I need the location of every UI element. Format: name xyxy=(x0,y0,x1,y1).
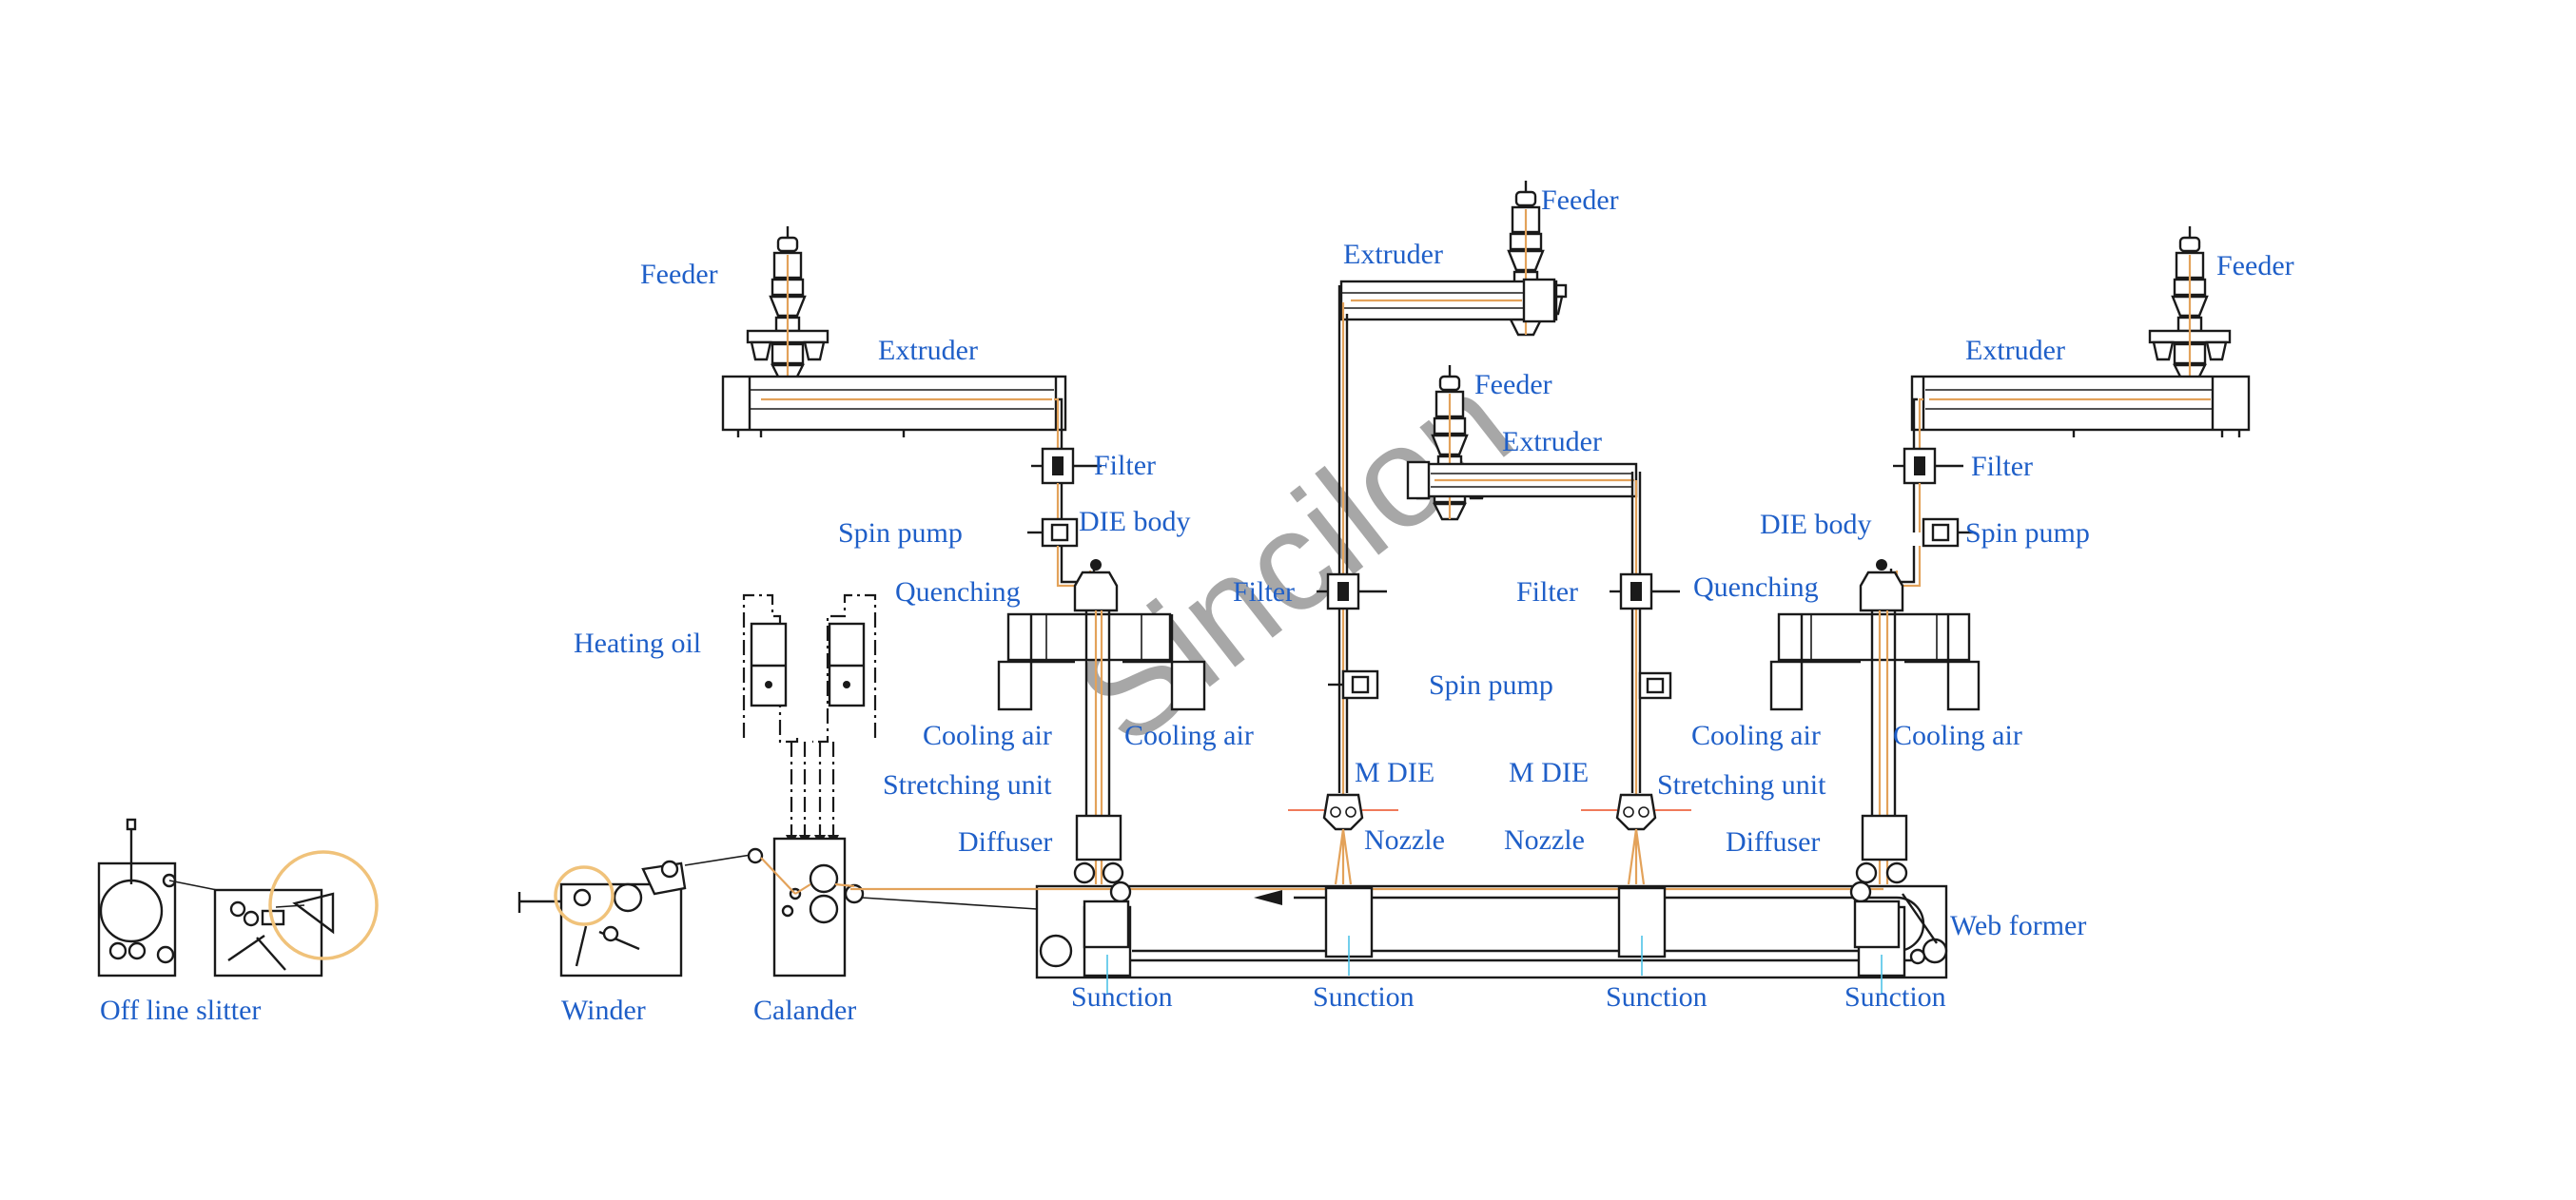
label-spin-pump-right: Spin pump xyxy=(1965,517,2090,549)
label-feeder-mid: Feeder xyxy=(1474,369,1552,400)
component-labels: Feeder Extruder Filter Spin pump DIE bod… xyxy=(100,184,2294,1026)
label-nozzle-left: Nozzle xyxy=(1364,824,1445,856)
label-off-line-slitter: Off line slitter xyxy=(100,995,261,1026)
label-winder: Winder xyxy=(561,995,646,1026)
label-filter-left: Filter xyxy=(1094,450,1156,481)
label-extruder-mid: Extruder xyxy=(1502,426,1602,457)
label-cooling-air-right-b: Cooling air xyxy=(1893,720,2022,751)
label-cooling-air-right-a: Cooling air xyxy=(1691,720,1821,751)
label-filter-mid-left: Filter xyxy=(1233,576,1295,608)
label-suction-2: Sunction xyxy=(1313,981,1415,1013)
label-web-former: Web former xyxy=(1950,910,2086,941)
heating-oil-units xyxy=(742,593,877,846)
label-filter-mid-right: Filter xyxy=(1516,576,1578,608)
label-extruder-left: Extruder xyxy=(878,335,978,366)
label-nozzle-right: Nozzle xyxy=(1504,824,1585,856)
label-diffuser-left: Diffuser xyxy=(958,826,1052,858)
label-stretching-unit-left: Stretching unit xyxy=(883,769,1052,801)
label-spin-pump-left: Spin pump xyxy=(838,517,963,549)
label-suction-4: Sunction xyxy=(1844,981,1946,1013)
label-filter-right: Filter xyxy=(1971,451,2033,482)
label-extruder-right: Extruder xyxy=(1965,335,2065,366)
label-quenching-left: Quenching xyxy=(895,576,1021,608)
spunbond-station-left xyxy=(721,224,1206,949)
spunbond-station-right xyxy=(1769,224,2251,949)
label-feeder-right: Feeder xyxy=(2216,250,2294,281)
label-cooling-air-left-a: Cooling air xyxy=(923,720,1052,751)
label-suction-3: Sunction xyxy=(1606,981,1708,1013)
winder xyxy=(517,853,758,977)
watermark-text: Sincilon xyxy=(1047,341,1539,775)
label-mdie-right: M DIE xyxy=(1509,757,1589,788)
label-suction-1: Sunction xyxy=(1071,981,1173,1013)
label-feeder-left: Feeder xyxy=(640,259,718,290)
label-extruder-mid-top: Extruder xyxy=(1343,239,1443,270)
label-die-body-right: DIE body xyxy=(1760,509,1871,540)
label-stretching-unit-right: Stretching unit xyxy=(1657,769,1826,801)
calander xyxy=(747,837,1038,977)
meltblown-station-lower xyxy=(1406,363,1691,885)
label-die-body-left: DIE body xyxy=(1079,506,1190,537)
meltblown-station-upper xyxy=(1288,179,1568,885)
label-cooling-air-left-b: Cooling air xyxy=(1124,720,1254,751)
label-feeder-mid-top: Feeder xyxy=(1541,184,1619,216)
label-mdie-left: M DIE xyxy=(1355,757,1434,788)
label-quenching-right: Quenching xyxy=(1693,571,1819,603)
label-heating-oil: Heating oil xyxy=(574,628,701,659)
off-line-slitter xyxy=(97,818,379,977)
web-former xyxy=(850,884,1948,997)
label-calander: Calander xyxy=(753,995,856,1026)
label-spin-pump-mid: Spin pump xyxy=(1429,669,1553,701)
label-diffuser-right: Diffuser xyxy=(1726,826,1820,858)
